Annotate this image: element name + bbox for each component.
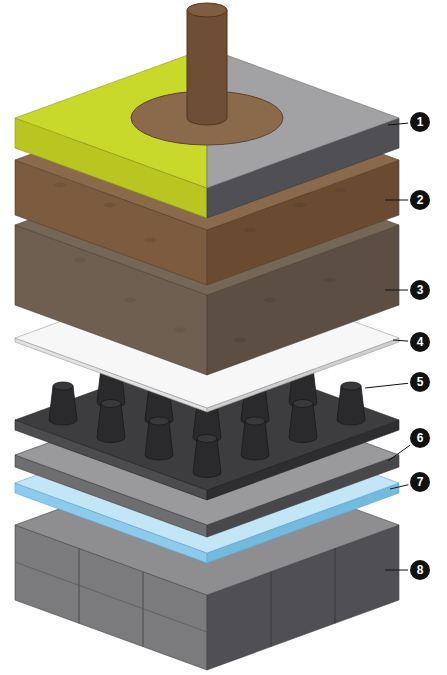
callout-number: 7 (417, 476, 424, 488)
texture-speck (174, 328, 186, 333)
callout-circle: 7 (410, 472, 430, 492)
texture-speck (54, 183, 66, 188)
dimple-top (341, 382, 361, 390)
texture-speck (264, 298, 276, 303)
dimple (241, 421, 269, 460)
callout-circle: 2 (410, 190, 430, 210)
texture-speck (244, 228, 256, 233)
texture-speck (144, 238, 156, 243)
callout-number: 6 (417, 432, 424, 444)
texture-speck (334, 188, 346, 193)
texture-speck (104, 203, 116, 208)
pipe-body (187, 10, 227, 125)
leader-line (385, 570, 408, 571)
block-seam (15, 562, 207, 632)
callout-circle: 6 (410, 428, 430, 448)
callout-number: 3 (417, 284, 424, 296)
block-seam (335, 548, 336, 623)
leader-line (365, 383, 408, 388)
callout-circle: 5 (410, 372, 430, 392)
texture-speck (294, 203, 306, 208)
dimple-top (149, 417, 169, 425)
callout-circle: 4 (410, 332, 430, 352)
callout-number: 2 (417, 194, 424, 206)
callout-number: 8 (417, 564, 424, 576)
dimple (289, 404, 317, 443)
leader-line (385, 200, 408, 201)
leader-line (393, 340, 408, 341)
dimple-top (197, 435, 217, 443)
dimple (97, 404, 125, 443)
dimple-top (245, 417, 265, 425)
leader-line (390, 485, 408, 489)
leader-line (388, 445, 410, 461)
dimple (193, 439, 221, 478)
leader-line (385, 290, 408, 291)
texture-speck (74, 258, 86, 263)
dimple (337, 386, 365, 425)
texture-speck (324, 278, 336, 283)
dimple (145, 421, 173, 460)
callout-number: 5 (417, 376, 424, 388)
dimple-top (53, 382, 73, 390)
callout-number: 4 (417, 336, 424, 348)
texture-speck (124, 298, 136, 303)
dimple-top (293, 400, 313, 408)
dimple-top (101, 400, 121, 408)
block-seam (271, 572, 272, 647)
leader-line (388, 123, 408, 125)
callout-circle: 1 (410, 112, 430, 132)
callout-circle: 3 (410, 280, 430, 300)
callout-number: 1 (417, 116, 424, 128)
pipe-top (187, 3, 227, 17)
dimple (49, 386, 77, 425)
callout-circle: 8 (410, 560, 430, 580)
texture-speck (234, 338, 246, 343)
